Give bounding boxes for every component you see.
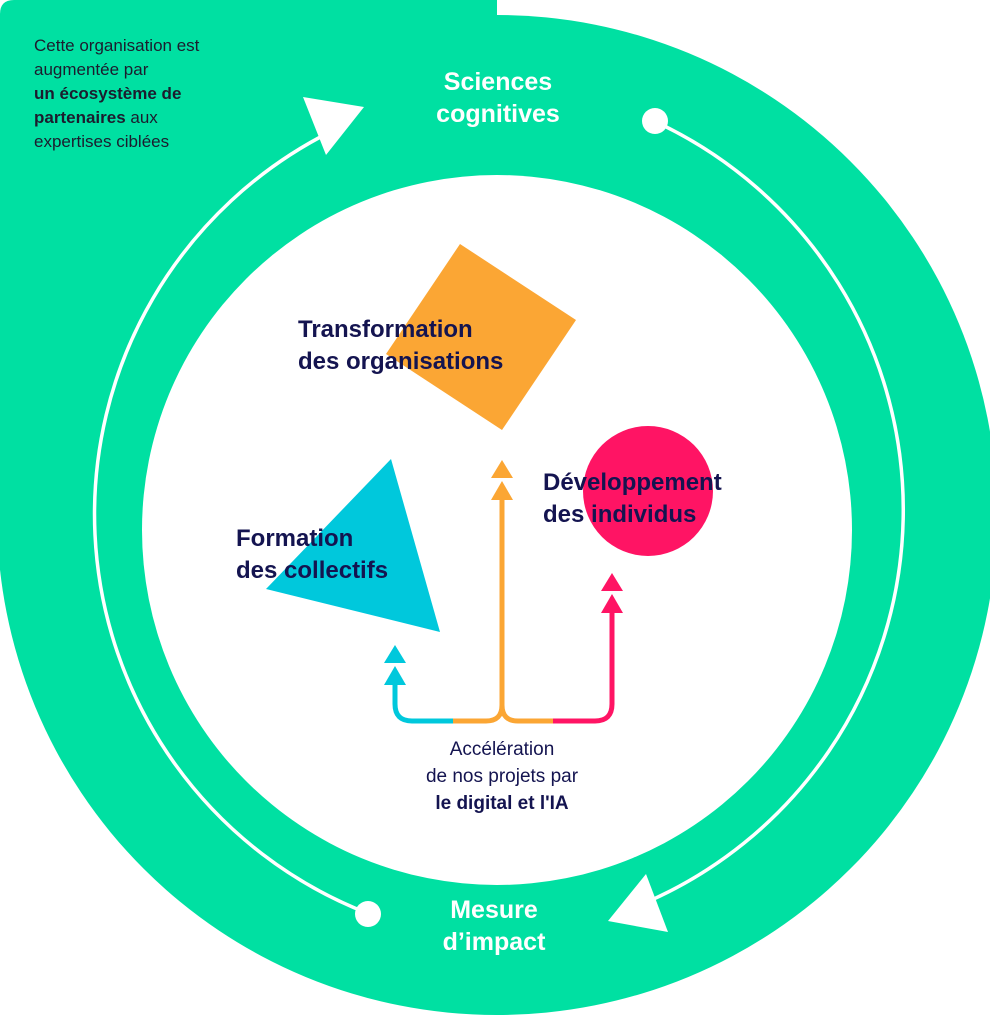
- node-label-line: cognitives: [436, 100, 560, 128]
- intro-bold-text: partenaires: [34, 108, 126, 127]
- cycle-arrow-top-icon: [303, 97, 364, 155]
- intro-line: augmentée par: [34, 60, 149, 79]
- acceleration-line: Accélération: [449, 739, 555, 760]
- cycle-arrow-bottom-icon: [608, 874, 668, 932]
- acceleration-line: de nos projets par: [425, 766, 579, 787]
- cycle-arc-right: [639, 120, 905, 907]
- cycle-line: [92, 120, 905, 915]
- node-sciences-cognitives: Sciences cognitives: [398, 66, 598, 130]
- acceleration-arrows: [392, 488, 615, 724]
- pillar-label-line: des collectifs: [236, 557, 389, 584]
- node-mesure-impact: Mesure d’impact: [394, 894, 594, 958]
- pillar-label-line: Transformation: [298, 316, 473, 343]
- pillar-label-line: Formation: [236, 525, 354, 552]
- intro-bold-text: un écosystème de: [34, 84, 182, 103]
- pillar-collectifs-label: Formation des collectifs: [236, 523, 388, 587]
- intro-line: Cette organisation est: [34, 36, 200, 55]
- organisations-square-shape: [386, 244, 576, 430]
- orange-arrow-heads-icon: [491, 460, 513, 500]
- intro-line: expertises ciblées: [34, 132, 170, 151]
- inner-disc: [142, 175, 852, 885]
- individus-circle-shape: [583, 426, 713, 556]
- acceleration-bold-line: le digital et l'IA: [435, 793, 569, 814]
- pillar-label-line: Développement: [543, 469, 722, 496]
- ecosystem-intro-text: Cette organisation est augmentée par un …: [34, 34, 274, 154]
- acceleration-text: Accélération de nos projets par le digit…: [380, 736, 624, 817]
- cycle-dot-bottom-icon: [355, 901, 381, 927]
- pink-arrow-stem: [553, 610, 615, 724]
- pillar-label-line: des individus: [543, 501, 697, 528]
- cycle-arc-left: [92, 130, 368, 915]
- node-label-line: Sciences: [443, 68, 553, 96]
- cyan-arrow-stem: [392, 680, 453, 724]
- pillar-organisations-label: Transformation des organisations: [298, 314, 503, 378]
- orange-right-branch: [499, 704, 553, 724]
- intro-line: aux: [125, 108, 158, 127]
- pink-arrow-heads-icon: [601, 573, 623, 613]
- cycle-dot-top-icon: [642, 108, 668, 134]
- cyan-arrow-heads-icon: [384, 645, 406, 685]
- node-label-line: Mesure: [450, 896, 538, 924]
- node-label-line: d’impact: [442, 928, 546, 956]
- pillar-label-line: des organisations: [298, 348, 504, 375]
- pillar-individus-label: Développement des individus: [543, 467, 722, 531]
- collectifs-triangle-shape: [266, 459, 440, 632]
